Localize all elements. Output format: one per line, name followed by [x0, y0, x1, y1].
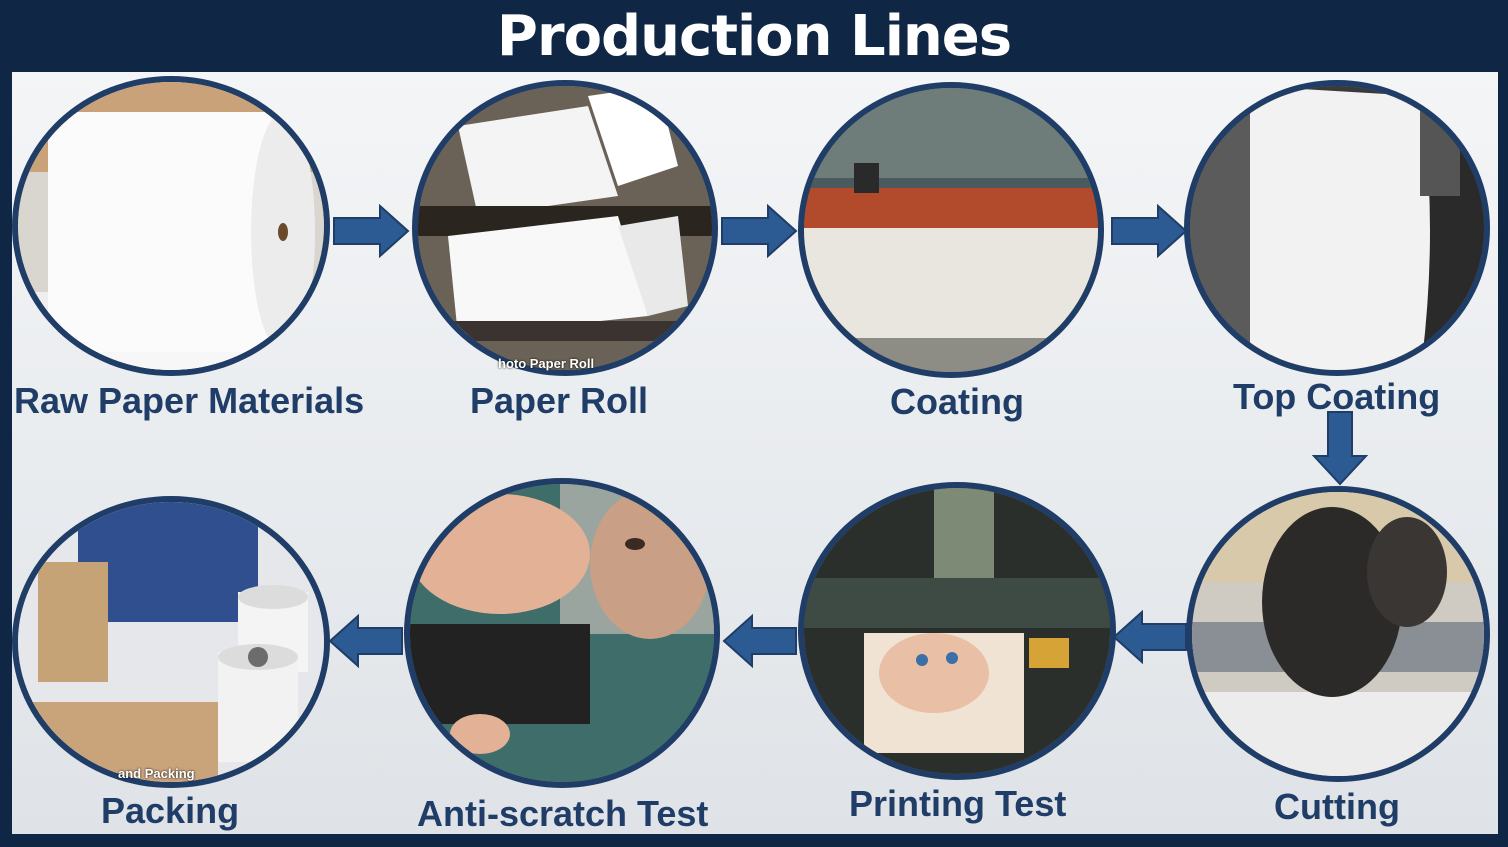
step-cutting-photo	[1186, 486, 1490, 782]
arrow-left-icon	[722, 613, 797, 669]
paper-roll-watermark: hoto Paper Roll	[498, 356, 595, 371]
step-paper-roll-photo	[412, 80, 718, 376]
step-raw-paper-photo	[12, 76, 330, 376]
arrow-left-icon	[328, 613, 403, 669]
step-printing-test-label: Printing Test	[849, 783, 1067, 824]
step-packing-photo	[12, 496, 330, 788]
step-coating-photo	[798, 82, 1104, 378]
step-top-coating-label: Top Coating	[1233, 376, 1441, 417]
step-top-coating-photo	[1184, 80, 1490, 376]
arrow-right-icon	[1111, 203, 1188, 259]
step-anti-scratch-photo	[404, 478, 720, 788]
step-raw-paper-label: Raw Paper Materials	[14, 380, 365, 421]
step-printing-test-photo	[798, 482, 1116, 780]
arrow-right-icon	[333, 203, 410, 259]
page-title: Production Lines	[496, 4, 1012, 69]
arrow-down-icon	[1311, 411, 1369, 486]
step-cutting-label: Cutting	[1274, 786, 1400, 827]
packing-watermark: and Packing	[118, 766, 195, 781]
step-anti-scratch-label: Anti-scratch Test	[417, 793, 709, 834]
arrow-right-icon	[721, 203, 798, 259]
step-packing-label: Packing	[101, 790, 240, 831]
step-coating-label: Coating	[890, 381, 1024, 422]
step-paper-roll-label: Paper Roll	[470, 380, 649, 421]
arrow-left-icon	[1112, 609, 1187, 665]
